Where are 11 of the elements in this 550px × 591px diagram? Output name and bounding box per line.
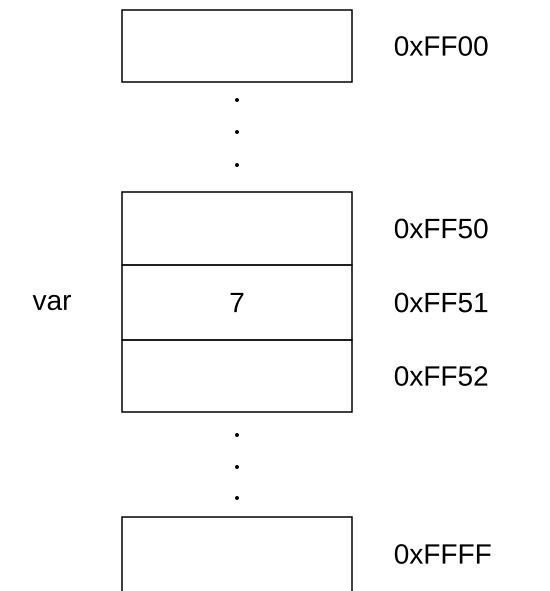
address-label: 0xFF51 (394, 292, 488, 312)
address-label: 0xFF00 (394, 36, 488, 56)
address-label: 0xFFFF (394, 544, 491, 564)
memory-cell (121, 339, 353, 413)
variable-label: var (32, 294, 71, 310)
memory-cell (121, 9, 353, 83)
address-label: 0xFF52 (394, 366, 488, 386)
memory-cell: 7 (121, 264, 353, 341)
memory-cell (121, 516, 353, 591)
memory-cell (121, 191, 353, 266)
address-label: 0xFF50 (394, 218, 488, 238)
